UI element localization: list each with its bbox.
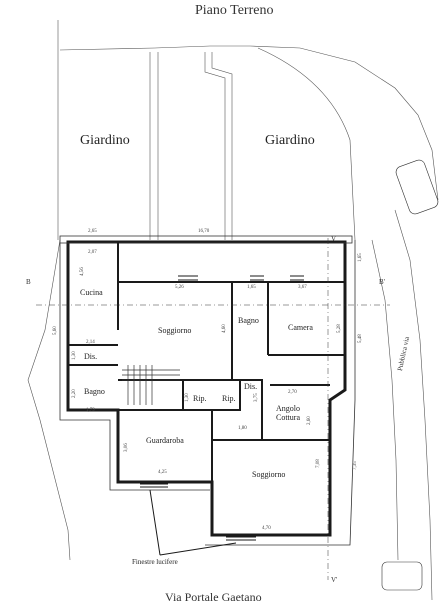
dim-soggiorno-h: 4,60 — [222, 324, 227, 333]
right-road-line — [394, 209, 433, 600]
dim-guard-w: 4,25 — [158, 470, 167, 475]
stairs — [122, 365, 180, 405]
wall-dis2 — [240, 379, 263, 440]
garden-label-left: Giardino — [80, 133, 130, 148]
dim-cucina-h: 4,56 — [80, 267, 85, 276]
dim-soggiorno-w: 5,26 — [175, 285, 184, 290]
right-road-line-2 — [371, 239, 399, 561]
dim-cucina-w: 2,07 — [88, 250, 97, 255]
dim-bagno-h: 2,20 — [72, 389, 77, 398]
dim-left-total: 5,60 — [53, 326, 58, 335]
garden-path — [204, 52, 233, 240]
room-rip-2: Rip. — [222, 394, 236, 403]
garden-boundary-top — [59, 45, 439, 201]
dim-angolo-w: 2,70 — [288, 390, 297, 395]
angolo-cottura-text: Angolo Cottura — [276, 404, 300, 422]
dim-camera-h: 5,28 — [337, 324, 342, 333]
dim-right-top: 1,65 — [358, 253, 363, 262]
section-mark-b-left: B — [26, 278, 31, 286]
finestre-arrow — [149, 489, 237, 556]
dim-bagno-w: 1,79 — [86, 408, 95, 413]
dim-bagno-top: 1,65 — [247, 285, 256, 290]
room-dis-1: Dis. — [84, 352, 98, 361]
room-bagno-1: Bagno — [238, 316, 259, 325]
plan-title: Piano Terreno — [195, 3, 274, 18]
window-1 — [178, 275, 198, 281]
room-soggiorno-1: Soggiorno — [158, 326, 192, 335]
room-camera: Camera — [288, 323, 313, 332]
window-lucifere-1 — [140, 483, 168, 488]
room-soggiorno-2: Soggiorno — [252, 470, 286, 479]
dim-dis2-w: 1,80 — [238, 426, 247, 431]
room-bagno-2: Bagno — [84, 387, 105, 396]
window-2 — [250, 275, 264, 281]
dim-sogg2-h: 7,08 — [316, 459, 321, 468]
dim-top-left: 2,65 — [88, 229, 97, 234]
room-angolo-cottura: Angolo Cottura — [276, 404, 300, 422]
dim-angolo-h: 2,60 — [307, 416, 312, 425]
section-mark-b-right: B' — [379, 278, 385, 286]
street-label: Via Portale Gaetano — [165, 590, 262, 604]
room-rip-1: Rip. — [193, 394, 207, 403]
dim-dis-w: 2,14 — [86, 340, 95, 345]
dim-right-mid: 5,48 — [358, 334, 363, 343]
garden-divider-1 — [149, 52, 159, 240]
finestre-lucifere-label: Finestre lucifere — [132, 558, 178, 566]
section-mark-v-bottom: V' — [331, 576, 338, 584]
dim-camera-w: 3,67 — [298, 285, 307, 290]
dim-rip-h: 1,30 — [185, 393, 190, 402]
window-lucifere-2 — [226, 536, 256, 541]
dim-dis-h: 1,30 — [72, 351, 77, 360]
car-bottom — [381, 561, 423, 591]
car-top — [395, 159, 439, 215]
dim-right-total: 7,35 — [353, 461, 358, 470]
garden-label-right: Giardino — [265, 133, 315, 148]
perimeter-outline — [59, 235, 353, 244]
dim-sogg2-w: 4,70 — [262, 526, 271, 531]
garden-right-curve — [257, 47, 356, 241]
left-lot-line — [27, 239, 71, 561]
dim-dis2-h: 3,75 — [254, 393, 259, 402]
dim-top-total: 16,70 — [198, 229, 210, 234]
room-guardaroba: Guardaroba — [146, 436, 184, 445]
section-mark-v-top: V — [331, 235, 337, 243]
wall-guard-top — [118, 409, 213, 482]
window-3 — [290, 275, 304, 281]
room-cucina: Cucina — [80, 288, 103, 297]
house-outer-wall — [66, 240, 347, 537]
dim-guard-h: 3,06 — [124, 443, 129, 452]
room-dis-2: Dis. — [244, 382, 258, 391]
